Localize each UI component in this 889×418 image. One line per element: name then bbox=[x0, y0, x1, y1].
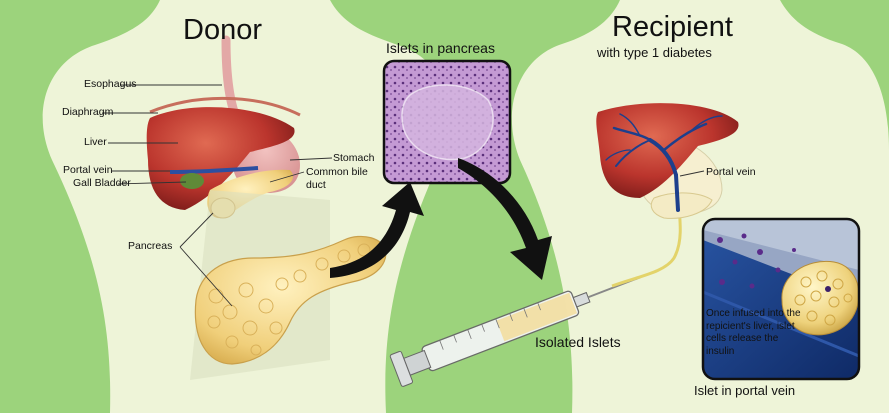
gall-bladder-label: Gall Bladder bbox=[73, 177, 131, 189]
common-bile-duct-label-2: duct bbox=[306, 179, 326, 191]
stomach-label: Stomach bbox=[333, 152, 374, 164]
pancreas-label: Pancreas bbox=[128, 240, 172, 252]
isolated-islets-label: Isolated Islets bbox=[535, 334, 621, 350]
donor-title: Donor bbox=[183, 14, 262, 47]
common-bile-duct-label-1: Common bile bbox=[306, 166, 368, 178]
recipient-portal-vein-label: Portal vein bbox=[706, 166, 756, 178]
liver-label: Liver bbox=[84, 136, 107, 148]
islets-in-pancreas-label: Islets in pancreas bbox=[386, 40, 495, 56]
recipient-subtitle: with type 1 diabetes bbox=[597, 45, 712, 60]
gall-bladder bbox=[180, 173, 204, 189]
recipient-title: Recipient bbox=[612, 11, 733, 44]
donor-portal-vein-label: Portal vein bbox=[63, 164, 113, 176]
diaphragm-label: Diaphragm bbox=[62, 106, 113, 118]
infusion-note: Once infused into the repicient's liver,… bbox=[706, 308, 806, 358]
esophagus-label: Esophagus bbox=[84, 78, 137, 90]
islet-in-portal-vein-label: Islet in portal vein bbox=[694, 383, 795, 398]
